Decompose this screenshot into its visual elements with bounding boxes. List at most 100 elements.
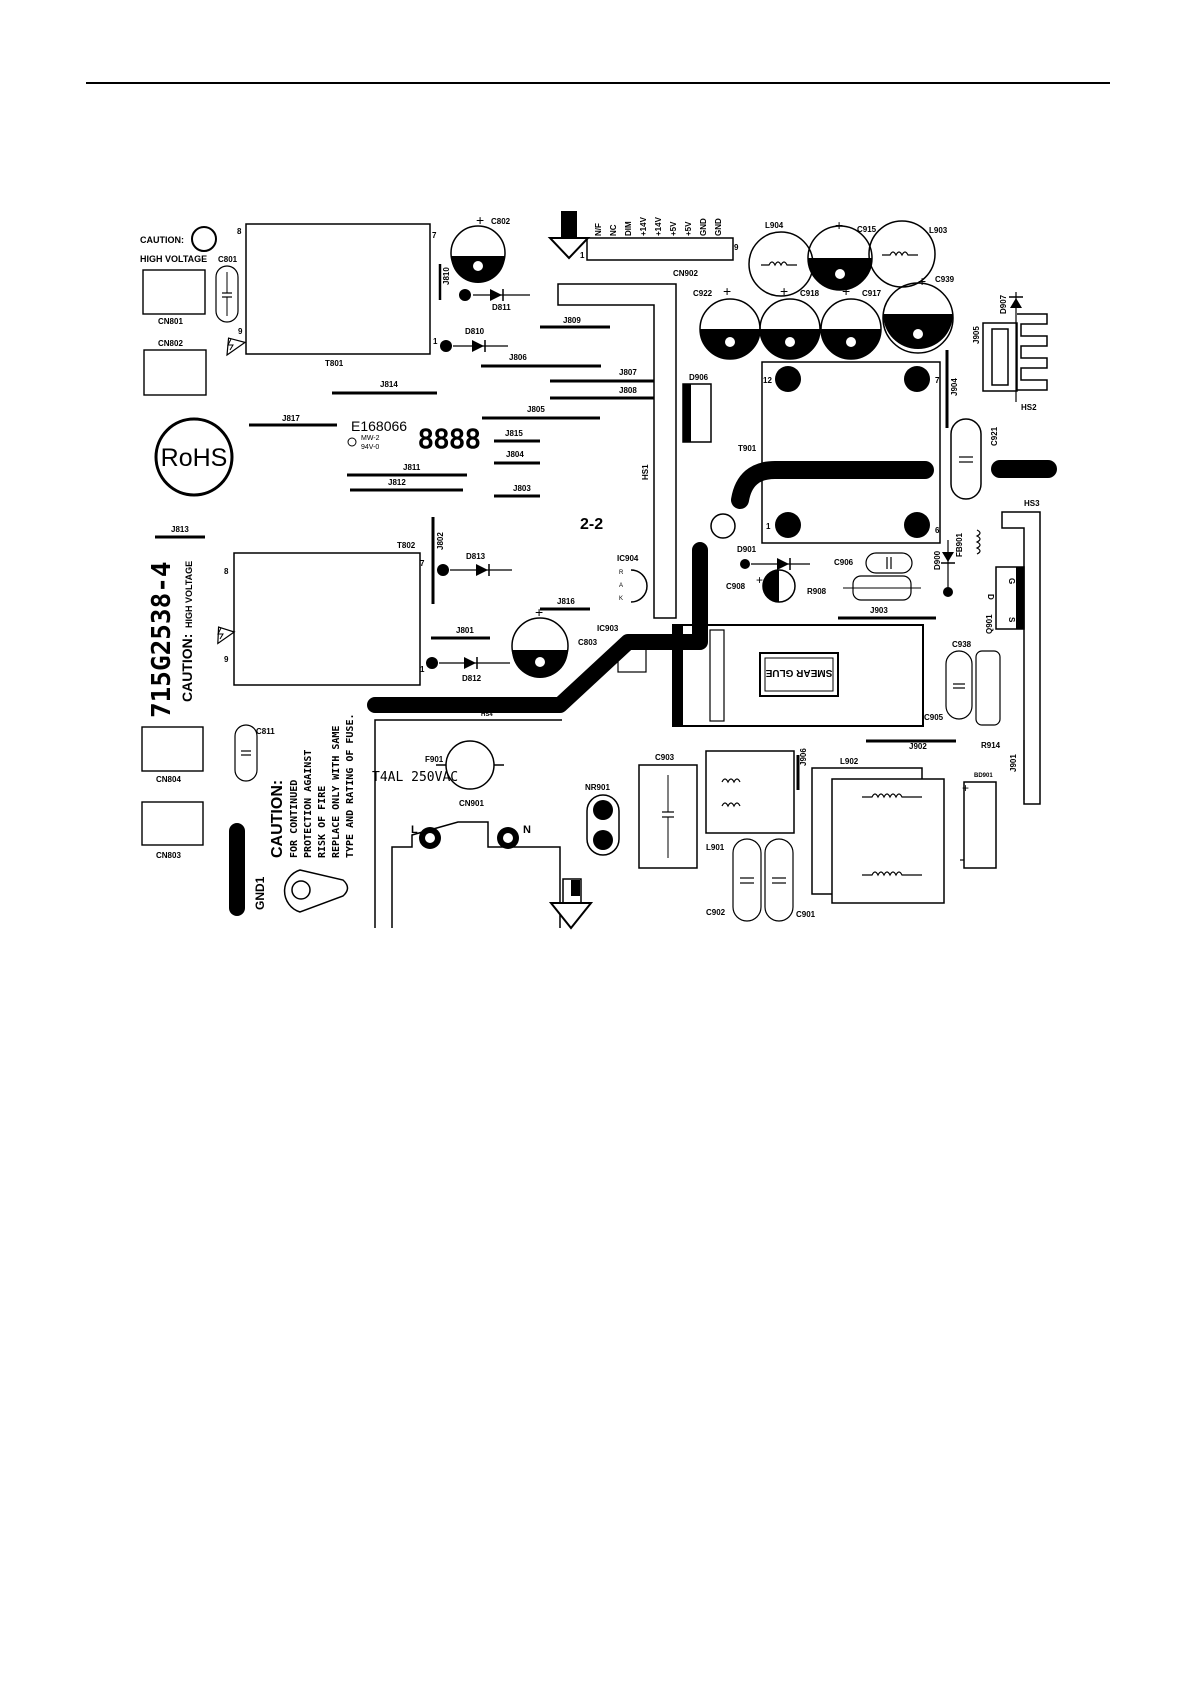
cn902-pin-8-label: GND	[699, 218, 708, 236]
section-label: 2-2	[580, 516, 603, 533]
c917-label: C917	[862, 289, 882, 298]
c906-body	[865, 552, 913, 574]
c902-body	[732, 838, 762, 922]
hs4-label: HS4	[481, 712, 493, 718]
t802-pin8: 8	[224, 567, 229, 576]
l902-label: L902	[840, 757, 859, 766]
t901-pin7: 7	[935, 376, 940, 385]
c915-label: C915	[857, 225, 877, 234]
cn901-pin-n: N	[523, 824, 531, 836]
nr901-body	[586, 794, 620, 856]
cn902-pin-9-label: GND	[714, 218, 723, 236]
d810-label: D810	[465, 327, 485, 336]
nr901-label: NR901	[585, 783, 610, 792]
j901-label: J901	[1009, 754, 1018, 772]
r908-label: R908	[807, 587, 827, 596]
j810-label: J810	[442, 267, 451, 285]
cn801-label: CN801	[158, 317, 183, 326]
cn901-body	[391, 821, 561, 928]
cn901-label: CN901	[459, 799, 484, 808]
ic903-label: IC903	[597, 624, 619, 633]
d900-label: D900	[933, 550, 942, 570]
c802-label: C802	[491, 217, 511, 226]
t802-pin9: 9	[224, 655, 229, 664]
t901-pin1: 1	[766, 522, 771, 531]
ul-code-text: E168066	[351, 418, 407, 434]
cn902-arrow-icon	[547, 237, 591, 260]
svg-text:+: +	[723, 283, 731, 299]
c939-label: C939	[935, 275, 955, 284]
top-rule	[86, 82, 1110, 84]
hs1-label: HS1	[641, 464, 650, 480]
cn803-body	[141, 801, 204, 846]
cn902-pin-7-label: +5V	[684, 221, 693, 236]
j808-label: J808	[619, 386, 637, 395]
t901-label: T901	[738, 444, 757, 453]
c908-label: C908	[726, 582, 746, 591]
t801-pin7: 7	[432, 231, 437, 240]
cn902-pin-4-label: +14V	[639, 216, 648, 236]
fb901-label: FB901	[955, 532, 964, 557]
q901-pin-d: D	[986, 594, 995, 600]
c938-body	[945, 650, 973, 720]
j906-label: J906	[799, 748, 808, 766]
j805-label: J805	[527, 405, 545, 414]
fuse-rating-text: T4AL 250VAC	[372, 770, 458, 785]
c903-label: C903	[655, 753, 675, 762]
c802-plus: +	[476, 212, 484, 228]
f901-body	[445, 740, 495, 790]
svg-text:+: +	[918, 273, 926, 289]
c902-label: C902	[706, 908, 726, 917]
c801-body	[215, 265, 239, 323]
gnd1-lug	[283, 869, 349, 913]
j806-label: J806	[509, 353, 527, 362]
c918-label: C918	[800, 289, 820, 298]
hv-caution-text: CAUTION:	[140, 235, 184, 245]
bd901-body	[963, 781, 997, 869]
j902-label: J902	[909, 742, 927, 751]
svg-text:+: +	[535, 604, 543, 620]
c906-label: C906	[834, 558, 854, 567]
t801-pin8: 8	[237, 227, 242, 236]
c803-label: C803	[578, 638, 598, 647]
hs2-heatsink	[982, 322, 1018, 392]
d901-label: D901	[737, 545, 757, 554]
rohs-text: RoHS	[161, 444, 228, 472]
ul-sub2-text: 94V-0	[361, 444, 379, 451]
d813-label: D813	[466, 552, 486, 561]
hv-caution-circle	[191, 226, 217, 252]
input-arrow-icon	[548, 902, 594, 930]
c921-body	[950, 418, 982, 500]
fuse-caution-line-1: FOR CONTINUED	[289, 780, 300, 858]
digits-text: 8888	[418, 425, 481, 455]
c922-label: C922	[693, 289, 713, 298]
t802-body	[233, 552, 421, 686]
j811-label: J811	[403, 463, 421, 472]
j812-label: J812	[388, 478, 406, 487]
bd901-label: BD901	[974, 773, 993, 779]
ic904-label: IC904	[617, 554, 639, 563]
l904-label: L904	[765, 221, 784, 230]
cn902-pin-last: 9	[734, 243, 739, 252]
cn804-label: CN804	[156, 775, 181, 784]
svg-text:+: +	[756, 573, 763, 587]
c811-body	[234, 724, 258, 782]
svg-text:A: A	[619, 583, 623, 589]
t802-pin1: 1	[420, 665, 425, 674]
j816-label: J816	[557, 597, 575, 606]
j807-label: J807	[619, 368, 637, 377]
side-caution-text: CAUTION:	[179, 634, 195, 702]
cn803-label: CN803	[156, 851, 181, 860]
j905-label: J905	[972, 326, 981, 344]
q901-pin-g: G	[1007, 578, 1016, 584]
hs3-label: HS3	[1024, 499, 1040, 508]
side-hv-text: HIGH VOLTAGE	[184, 561, 194, 628]
j802-label: J802	[436, 532, 445, 550]
d812-label: D812	[462, 674, 482, 683]
cn901-pin-l: L	[411, 824, 418, 836]
svg-text:+: +	[842, 283, 850, 299]
part-number-text: 715G2538-4	[147, 561, 177, 718]
smear-glue-text: SMEAR GLUE	[765, 667, 832, 678]
hs3-heatsink	[1001, 511, 1041, 805]
cn902-label: CN902	[673, 269, 698, 278]
